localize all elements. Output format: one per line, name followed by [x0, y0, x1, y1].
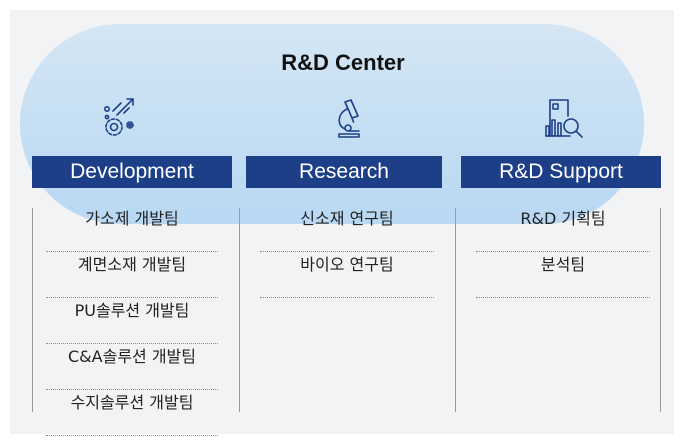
column-divider	[455, 208, 456, 412]
column-divider	[32, 208, 33, 412]
research-team-list: 신소재 연구팀 바이오 연구팀	[260, 206, 434, 298]
list-item: 가소제 개발팀	[46, 206, 218, 252]
list-item: 수지솔루션 개발팀	[46, 390, 218, 436]
rd-support-team-list: R&D 기획팀 분석팀	[476, 206, 650, 298]
development-team-list: 가소제 개발팀 계면소재 개발팀 PU솔루션 개발팀 C&A솔루션 개발팀 수지…	[46, 206, 218, 436]
list-item: R&D 기획팀	[476, 206, 650, 252]
center-banner	[20, 24, 644, 224]
center-title: R&D Center	[281, 50, 405, 75]
list-item: 분석팀	[476, 252, 650, 298]
list-item: 계면소재 개발팀	[46, 252, 218, 298]
gears-growth-icon	[97, 97, 143, 143]
report-magnifier-icon	[540, 96, 586, 142]
development-header: Development	[32, 156, 232, 188]
list-item: C&A솔루션 개발팀	[46, 344, 218, 390]
column-divider	[660, 208, 661, 412]
rd-support-header: R&D Support	[461, 156, 661, 188]
microscope-icon	[325, 96, 371, 142]
list-item: 신소재 연구팀	[260, 206, 434, 252]
list-item: 바이오 연구팀	[260, 252, 434, 298]
research-header: Research	[246, 156, 442, 188]
list-item: PU솔루션 개발팀	[46, 298, 218, 344]
column-divider	[239, 208, 240, 412]
